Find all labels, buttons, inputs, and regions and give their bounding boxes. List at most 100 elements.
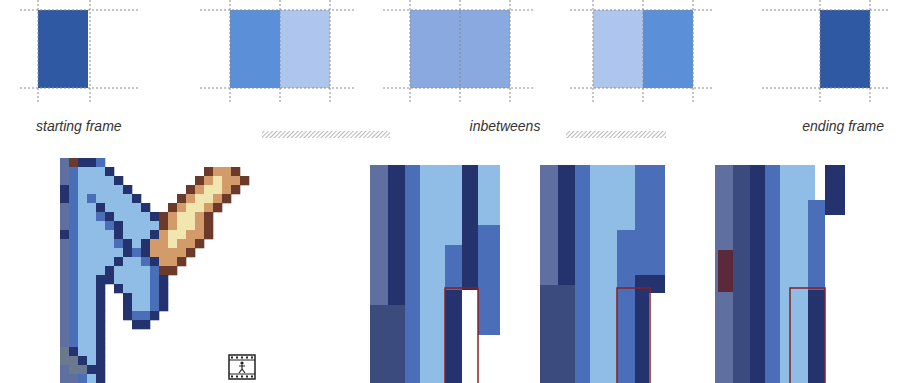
pixel: [195, 176, 204, 185]
pixel: [78, 347, 87, 356]
pixel: [78, 356, 87, 365]
zoom-pixel: [715, 165, 733, 383]
pixel: [114, 230, 123, 239]
pixel: [231, 185, 240, 194]
pixel: [96, 329, 105, 338]
pixel: [96, 257, 105, 266]
pixel: [78, 158, 87, 167]
pixel: [87, 257, 96, 266]
frame-label: starting frame: [36, 118, 122, 134]
zoom-pixel: [445, 245, 462, 290]
pixel: [60, 158, 69, 167]
pixel: [114, 266, 123, 275]
pixel: [150, 230, 159, 239]
pixel: [141, 293, 150, 302]
pixel: [60, 374, 69, 383]
pixel: [114, 275, 123, 284]
pixel: [204, 203, 213, 212]
pixel: [132, 275, 141, 284]
pixel: [114, 176, 123, 185]
pixel: [96, 176, 105, 185]
pixel: [123, 311, 132, 320]
pixel: [240, 176, 249, 185]
pixel: [195, 185, 204, 194]
zoom-pixel: [370, 305, 405, 383]
zoom-pixel: [795, 290, 808, 383]
zoom-pixel: [558, 165, 575, 285]
pixel: [87, 212, 96, 221]
pixel: [96, 194, 105, 203]
pixel: [69, 338, 78, 347]
pixel: [96, 185, 105, 194]
zoom-pixel: [617, 290, 635, 383]
pixel: [159, 239, 168, 248]
pixel: [150, 212, 159, 221]
pixel: [78, 266, 87, 275]
highlight-box: [617, 288, 650, 383]
pixel: [141, 311, 150, 320]
pixel: [69, 311, 78, 320]
pixel: [159, 248, 168, 257]
pixel: [60, 167, 69, 176]
pixel: [105, 167, 114, 176]
pixel: [87, 347, 96, 356]
pixel: [204, 167, 213, 176]
pixel: [213, 185, 222, 194]
pixel: [78, 239, 87, 248]
pixel: [132, 284, 141, 293]
frame-cell: [820, 10, 870, 88]
pixel: [96, 230, 105, 239]
pixel: [123, 293, 132, 302]
zoom-pixel: [388, 165, 405, 305]
grid-line: [762, 10, 890, 11]
pixel: [69, 194, 78, 203]
pixel: [168, 248, 177, 257]
grid-line: [762, 88, 890, 89]
pixel: [105, 212, 114, 221]
pixel: [186, 203, 195, 212]
pixel: [87, 374, 96, 383]
pixel: [60, 248, 69, 257]
zoom-pixel: [462, 165, 478, 383]
pixel: [132, 194, 141, 203]
pixel: [69, 329, 78, 338]
pixel: [87, 239, 96, 248]
zoom-pixel: [825, 165, 845, 215]
pixel: [114, 248, 123, 257]
pixel: [96, 311, 105, 320]
pixel: [87, 167, 96, 176]
pixel: [69, 302, 78, 311]
zoom-pixel: [808, 290, 825, 383]
zoom-pixel: [478, 335, 500, 383]
pixel: [204, 221, 213, 230]
pixel: [78, 185, 87, 194]
pixel: [69, 185, 78, 194]
pixel: [123, 203, 132, 212]
grid-line: [200, 10, 355, 11]
pixel: [177, 194, 186, 203]
pixel: [132, 248, 141, 257]
pixel: [222, 176, 231, 185]
pixel: [114, 185, 123, 194]
pixel: [222, 194, 231, 203]
frame-cell: [230, 10, 280, 88]
pixel: [159, 293, 168, 302]
pixel: [123, 239, 132, 248]
pixel: [132, 212, 141, 221]
pixel: [150, 221, 159, 230]
pixel: [78, 230, 87, 239]
pixel: [132, 230, 141, 239]
zoom-pixel: [590, 165, 635, 383]
zoom-pixel: [635, 275, 649, 383]
pixel: [96, 158, 105, 167]
pixel: [105, 275, 114, 284]
grid-line: [330, 0, 331, 104]
grid-line: [593, 0, 594, 104]
pixel: [60, 311, 69, 320]
pixel: [141, 302, 150, 311]
pixel: [96, 284, 105, 293]
pixel: [159, 266, 168, 275]
pixel: [195, 239, 204, 248]
pixel: [177, 239, 186, 248]
